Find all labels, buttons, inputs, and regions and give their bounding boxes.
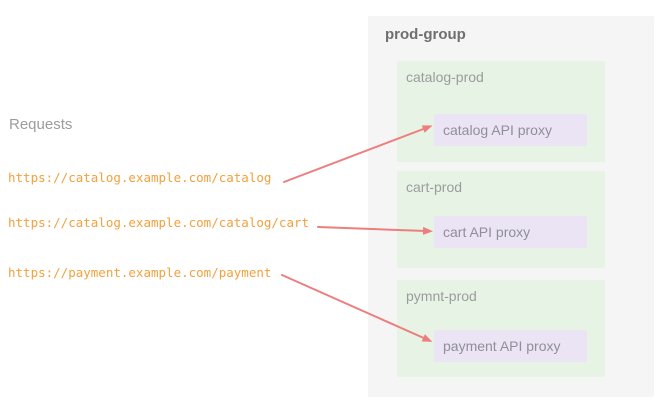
- environment-name: pymnt-prod: [406, 288, 477, 304]
- proxy-label: cart API proxy: [443, 224, 531, 240]
- environment-box-catalog-prod: catalog-prod catalog API proxy: [397, 61, 605, 162]
- request-url-catalog: https://catalog.example.com/catalog: [8, 170, 272, 185]
- environment-box-pymnt-prod: pymnt-prod payment API proxy: [397, 280, 605, 377]
- environment-name: cart-prod: [406, 179, 463, 195]
- environment-name: catalog-prod: [406, 69, 484, 85]
- requests-heading: Requests: [9, 116, 73, 133]
- prod-group-container: prod-group catalog-prod catalog API prox…: [368, 16, 654, 397]
- proxy-label: catalog API proxy: [443, 122, 552, 138]
- proxy-box-cart: cart API proxy: [434, 216, 587, 248]
- request-url-catalog-cart: https://catalog.example.com/catalog/cart: [8, 215, 310, 230]
- proxy-label: payment API proxy: [443, 338, 561, 354]
- proxy-box-catalog: catalog API proxy: [434, 114, 587, 146]
- proxy-box-payment: payment API proxy: [434, 330, 587, 362]
- prod-group-title: prod-group: [385, 26, 466, 43]
- environment-box-cart-prod: cart-prod cart API proxy: [397, 171, 605, 268]
- request-url-payment: https://payment.example.com/payment: [8, 265, 272, 280]
